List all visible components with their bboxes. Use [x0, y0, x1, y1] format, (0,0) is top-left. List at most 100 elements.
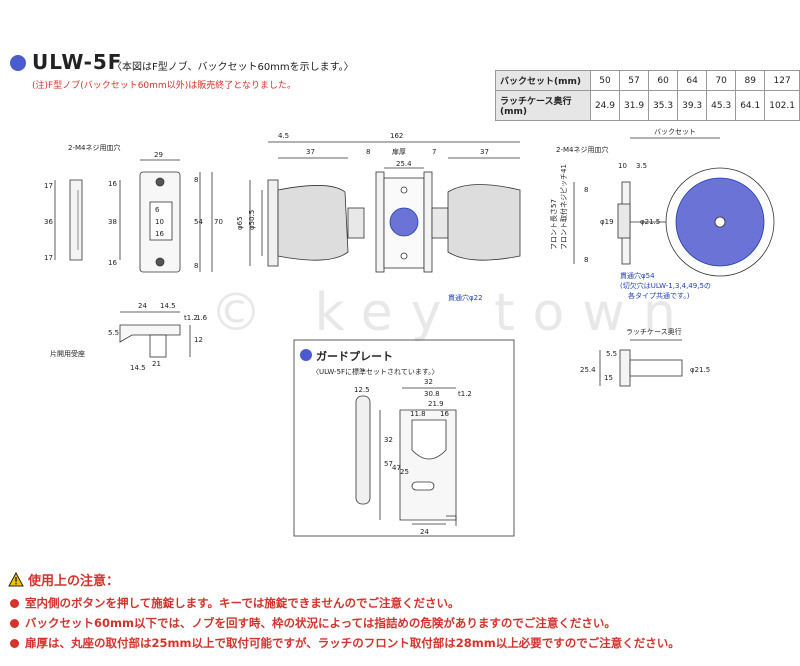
- dim-label: 21.9: [428, 400, 444, 408]
- caution-item: 室内側のボタンを押して施錠します。キーでは施錠できませんのでご注意ください。: [10, 595, 459, 611]
- table-cell: 45.3: [706, 90, 737, 121]
- table-cell: 64.1: [735, 90, 766, 121]
- caution-title: 使用上の注意：: [28, 574, 120, 589]
- table-cell: 89: [735, 70, 766, 91]
- dim-label: 14.5: [160, 302, 176, 310]
- latch-hole-note2: (切欠穴はULW-1,3,4,49,5の: [620, 281, 711, 290]
- dim-label: 5.5: [606, 350, 617, 358]
- row-label: ラッチケース奥行(mm): [495, 90, 591, 121]
- dim-label: 16: [155, 230, 164, 238]
- caution-item: バックセット60mm以下では、ノブを回す時、枠の状況によっては指詰めの危険があり…: [10, 615, 616, 631]
- dim-label: 57: [384, 460, 393, 468]
- row-label: バックセット(mm): [495, 70, 591, 91]
- table-cell: 39.3: [677, 90, 708, 121]
- caution-text: バックセット60mm以下では、ノブを回す時、枠の状況によっては指詰めの危険があり…: [25, 616, 616, 630]
- dim-label: 30.8: [424, 390, 440, 398]
- guard-plate-panel: [293, 339, 515, 537]
- dim-label: 47: [392, 464, 401, 472]
- dim-label: 16: [108, 259, 117, 267]
- table-cell: 60: [648, 70, 679, 91]
- dim-label: 29: [154, 151, 163, 159]
- dim-label: 32: [384, 436, 393, 444]
- latch-hole-note: 貫通穴φ54: [620, 271, 655, 280]
- dim-label: 12.5: [354, 386, 370, 394]
- watermark-text: © key town: [210, 283, 694, 343]
- latch-drawing: [573, 137, 775, 387]
- table-cell: 102.1: [764, 90, 800, 121]
- dim-label: t1.2: [458, 390, 472, 398]
- table-cell: 57: [618, 70, 650, 91]
- dim-label: 10: [155, 218, 164, 226]
- dim-label: 10: [618, 162, 627, 170]
- dim-label: 70: [214, 218, 223, 226]
- dim-label: 25.4: [580, 366, 596, 374]
- dim-label: t1.2: [184, 314, 198, 322]
- latch-hole-note3: 各タイプ共通です。): [628, 291, 690, 300]
- dim-label: 3.5: [636, 162, 647, 170]
- dim-label: 54: [194, 218, 203, 226]
- latch-backset-label: バックセット: [654, 128, 696, 136]
- dim-label: φ21.5: [640, 218, 660, 226]
- latch-screw-note: 2-M4ネジ用皿穴: [556, 145, 608, 154]
- dim-label: 37: [306, 148, 315, 156]
- latch-depth-label: ラッチケース奥行: [626, 327, 682, 336]
- dim-label: 12: [194, 336, 203, 344]
- caution-text: 扉厚は、丸座の取付部は25mm以上で取付可能ですが、ラッチのフロント取付部は28…: [25, 636, 680, 650]
- table-row: バックセット(mm) 50 57 60 64 70 89 127: [495, 70, 800, 91]
- table-cell: 127: [764, 70, 800, 91]
- model-title: ULW-5F: [32, 50, 123, 74]
- dim-label: 15: [604, 374, 613, 382]
- dim-label: 8: [366, 148, 370, 156]
- dim-label: 16: [440, 410, 449, 418]
- bullet-icon: [10, 599, 19, 608]
- technical-drawing: © key town 2-M4ネジ用皿穴 29 17 36 17 16 38 1…: [0, 120, 800, 560]
- dim-label: 17: [44, 254, 53, 262]
- caution-text: 室内側のボタンを押して施錠します。キーでは施錠できませんのでご注意ください。: [25, 596, 460, 610]
- warning-icon: [8, 572, 24, 587]
- model-description: 〈本図はF型ノブ、バックセット60mmを示します。〉: [112, 62, 354, 73]
- dim-label: 5.5: [108, 329, 119, 337]
- strike-screw-note: 2-M4ネジ用皿穴: [68, 143, 120, 152]
- dim-label: 14.5: [130, 364, 146, 372]
- dim-label: 36: [44, 218, 53, 226]
- dim-label: 24: [420, 528, 429, 536]
- dim-label: 1.6: [196, 314, 208, 322]
- dim-label: 6: [155, 206, 160, 214]
- table-cell: 31.9: [618, 90, 650, 121]
- latch-front-note: フロント長さ57: [550, 199, 558, 250]
- table-cell: 24.9: [589, 90, 621, 121]
- dim-label: 8: [194, 262, 198, 270]
- dim-label: 4.5: [278, 132, 289, 140]
- latch-pitch-note: フロント取付ネジピッチ41: [559, 164, 568, 250]
- guard-plate-subtitle: 〈ULW-5Fに標準セットされています。〉: [312, 367, 439, 376]
- dim-label: φ65: [236, 216, 244, 230]
- dim-label: 162: [390, 132, 403, 140]
- discontinued-note: (注)F型ノブ(バックセット60mm以外)は販売終了となりました。: [32, 81, 296, 91]
- bullet-icon: [10, 619, 19, 628]
- dim-label: 38: [108, 218, 117, 226]
- dim-label: 21: [152, 360, 161, 368]
- table-cell: 35.3: [648, 90, 679, 121]
- guard-plate-title: ガードプレート: [316, 349, 393, 363]
- dim-label: φ50.5: [248, 210, 256, 230]
- table-row: ラッチケース奥行(mm) 24.9 31.9 35.3 39.3 45.3 64…: [495, 90, 800, 121]
- table-cell: 70: [706, 70, 737, 91]
- dim-label: 32: [424, 378, 433, 386]
- dim-label: 25: [400, 468, 409, 476]
- caution-item: 扉厚は、丸座の取付部は25mm以上で取付可能ですが、ラッチのフロント取付部は28…: [10, 635, 680, 651]
- dim-label: 11.8: [410, 410, 426, 418]
- table-cell: 64: [677, 70, 708, 91]
- dim-label: 8: [584, 256, 588, 264]
- dim-label: 扉厚: [392, 147, 406, 156]
- dim-label: φ19: [600, 218, 614, 226]
- bullet-icon: [10, 639, 19, 648]
- dim-label: 37: [480, 148, 489, 156]
- dim-label: 7: [432, 148, 436, 156]
- header-bullet: [10, 55, 26, 71]
- spec-table: バックセット(mm) 50 57 60 64 70 89 127 ラッチケース奥…: [495, 70, 800, 121]
- dim-label: φ21.5: [690, 366, 710, 374]
- lock-hole-note: 貫通穴φ22: [448, 293, 483, 302]
- strike-side-caption: 片開用受座: [50, 349, 85, 358]
- dim-label: 25.4: [396, 160, 412, 168]
- strike-drawing: [54, 159, 213, 358]
